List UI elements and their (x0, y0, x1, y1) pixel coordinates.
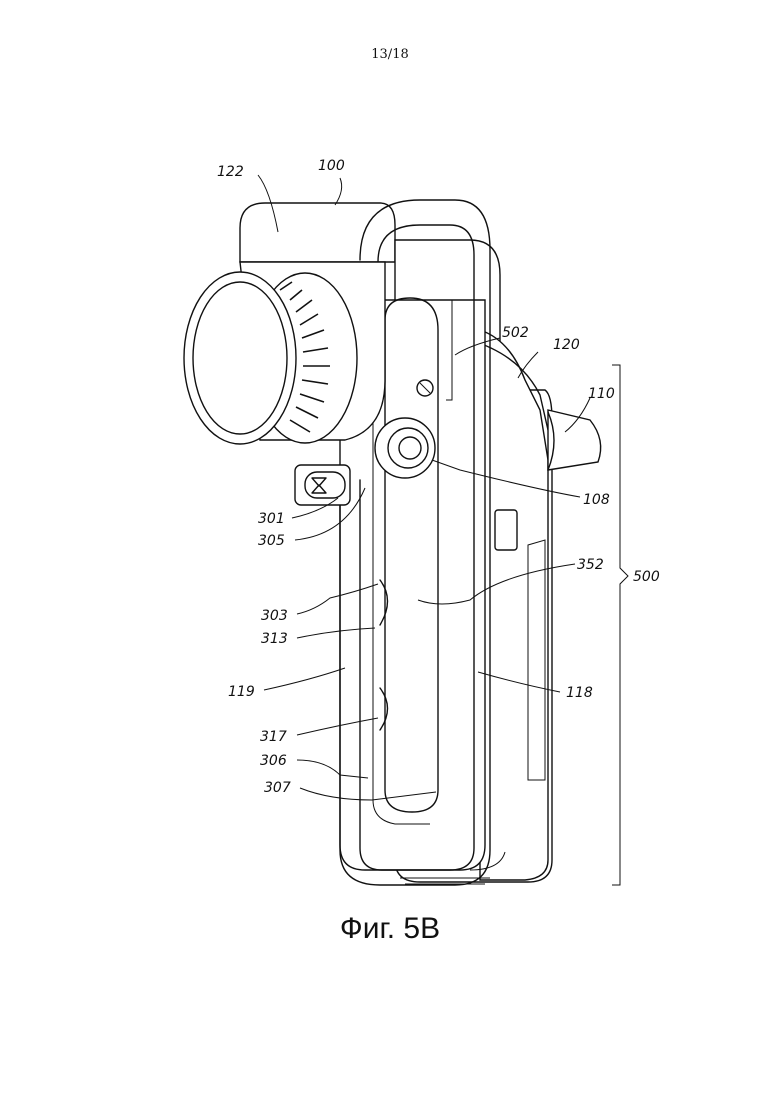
nozzle-110 (548, 410, 601, 470)
label-500: 500 (633, 569, 660, 585)
slider-301 (295, 465, 350, 505)
button-108-inner (399, 437, 421, 459)
label-301: 301 (258, 511, 285, 527)
label-352: 352 (577, 557, 604, 573)
label-305: 305 (258, 533, 285, 549)
label-303: 303 (261, 608, 288, 624)
label-313: 313 (261, 631, 288, 647)
knob-face (184, 272, 296, 444)
label-317: 317 (260, 729, 287, 745)
label-122: 122 (217, 164, 244, 180)
label-502: 502 (502, 325, 529, 341)
label-120: 120 (553, 337, 580, 353)
bracket-500 (612, 365, 628, 885)
label-110: 110 (588, 386, 615, 402)
label-307: 307 (264, 780, 291, 796)
label-119: 119 (228, 684, 255, 700)
label-118: 118 (566, 685, 593, 701)
label-108: 108 (583, 492, 610, 508)
figure-caption: Фиг. 5B (0, 912, 780, 946)
label-100: 100 (318, 158, 345, 174)
head-block (240, 203, 395, 262)
label-306: 306 (260, 753, 287, 769)
side-button (495, 510, 517, 550)
